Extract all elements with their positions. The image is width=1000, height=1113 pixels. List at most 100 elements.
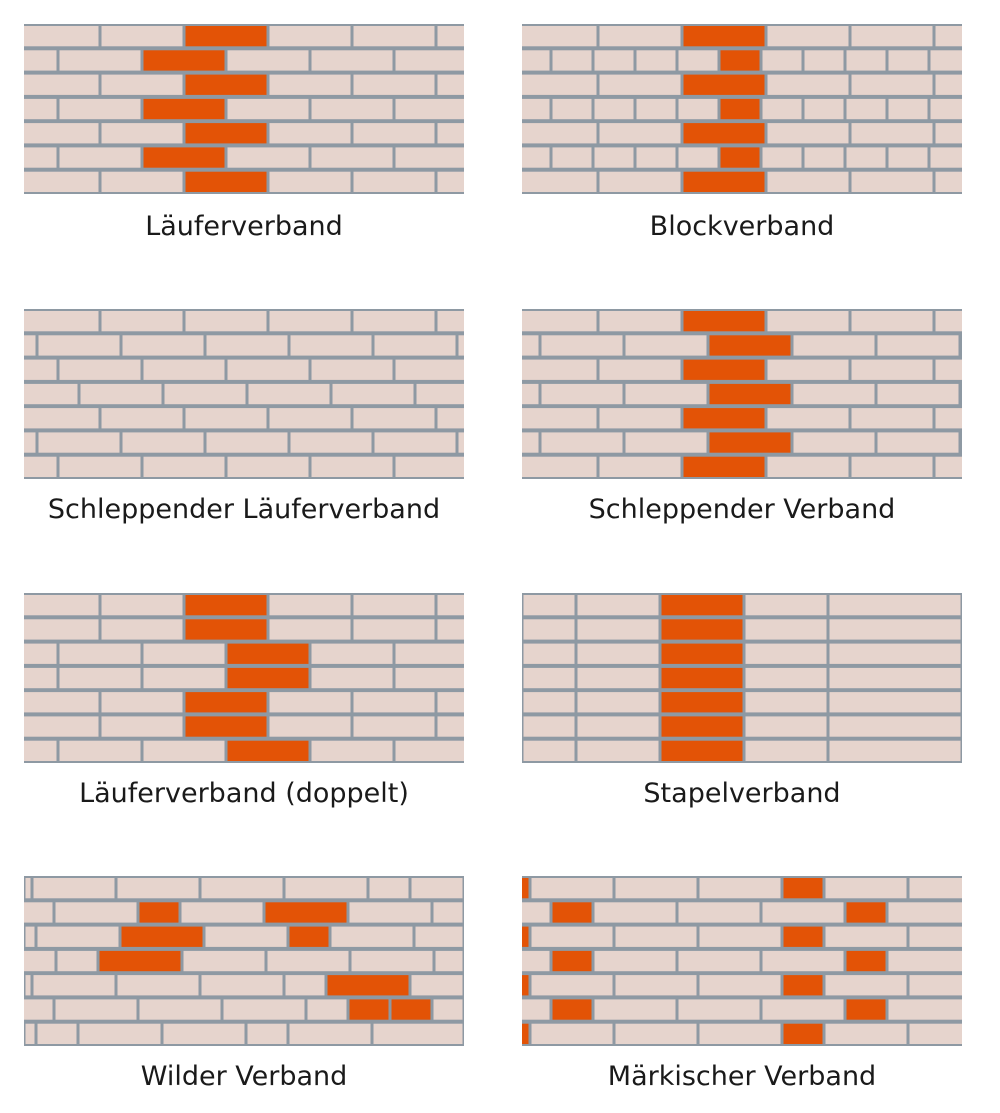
brick [24,408,99,429]
brick [829,716,961,737]
highlighted-brick [185,74,267,95]
brick [437,311,464,332]
brick [599,359,681,380]
brick [164,383,246,405]
brick [24,999,53,1020]
brick [767,171,849,192]
brick [437,595,464,616]
highlighted-brick [846,902,886,923]
brick [122,432,204,453]
brick [541,335,623,356]
highlighted-brick [709,335,791,356]
brick [762,999,844,1020]
brick [38,335,120,356]
brick [877,383,959,405]
brick [762,50,802,71]
brick [699,975,781,996]
highlighted-brick [783,1023,823,1044]
brick [829,692,961,713]
brick [24,98,57,120]
brick [577,740,659,761]
brick [594,98,634,120]
brick [935,123,962,144]
brick [522,311,597,332]
highlighted-brick [265,902,347,923]
brick [625,432,707,453]
brick [289,1023,371,1044]
brick [615,926,697,947]
brick [636,147,676,168]
brick [395,643,464,664]
highlighted-brick [185,123,267,144]
brick [290,432,372,453]
brick [599,456,681,477]
brick [311,98,393,120]
brick [636,98,676,120]
brick [122,335,204,356]
brick [829,740,961,761]
brick [523,692,575,713]
brick [351,950,433,972]
brick [523,740,575,761]
brick [678,950,760,972]
brick [37,926,119,947]
brick [24,740,57,761]
brick [594,147,634,168]
brick [909,975,962,996]
brick [201,878,283,899]
brick [353,595,435,616]
brick [201,975,283,996]
brick [458,335,464,356]
brick [804,147,844,168]
brick [311,740,393,761]
highlighted-brick [709,383,791,405]
brick [767,311,849,332]
brick [577,692,659,713]
brick [825,926,907,947]
brick [846,147,886,168]
brick [615,878,697,899]
brick [395,147,464,168]
brick [395,98,464,120]
brick [888,999,962,1020]
brick [373,1023,463,1044]
brick [101,595,183,616]
brick [767,456,849,477]
brick [33,975,115,996]
brick [101,74,183,95]
brick [25,878,31,899]
brick [522,147,550,168]
highlighted-brick [121,926,203,947]
brick [285,878,367,899]
brick [353,311,435,332]
brick [577,595,659,616]
brick [437,408,464,429]
brick [851,123,933,144]
highlighted-brick [185,26,267,47]
brick [307,999,347,1020]
brick [267,950,349,972]
brick [745,740,827,761]
brick [183,950,265,972]
brick [227,456,309,477]
pattern-laeuferverband-doppelt: Läuferverband (doppelt) [24,593,464,813]
highlighted-brick [661,740,743,761]
brick [577,716,659,737]
brick [762,902,844,923]
highlighted-brick [683,171,765,192]
brick [522,171,597,192]
brick [745,716,827,737]
brick [311,147,393,168]
pattern-caption: Stapelverband [643,778,841,809]
brick [59,98,141,120]
highlighted-brick [185,692,267,713]
brick [353,692,435,713]
brick [227,50,309,71]
highlighted-brick [143,98,225,120]
highlighted-brick [783,926,823,947]
brick [437,171,464,192]
brick [269,408,351,429]
highlighted-brick [683,456,765,477]
brick [594,902,676,923]
brick [699,1023,781,1044]
